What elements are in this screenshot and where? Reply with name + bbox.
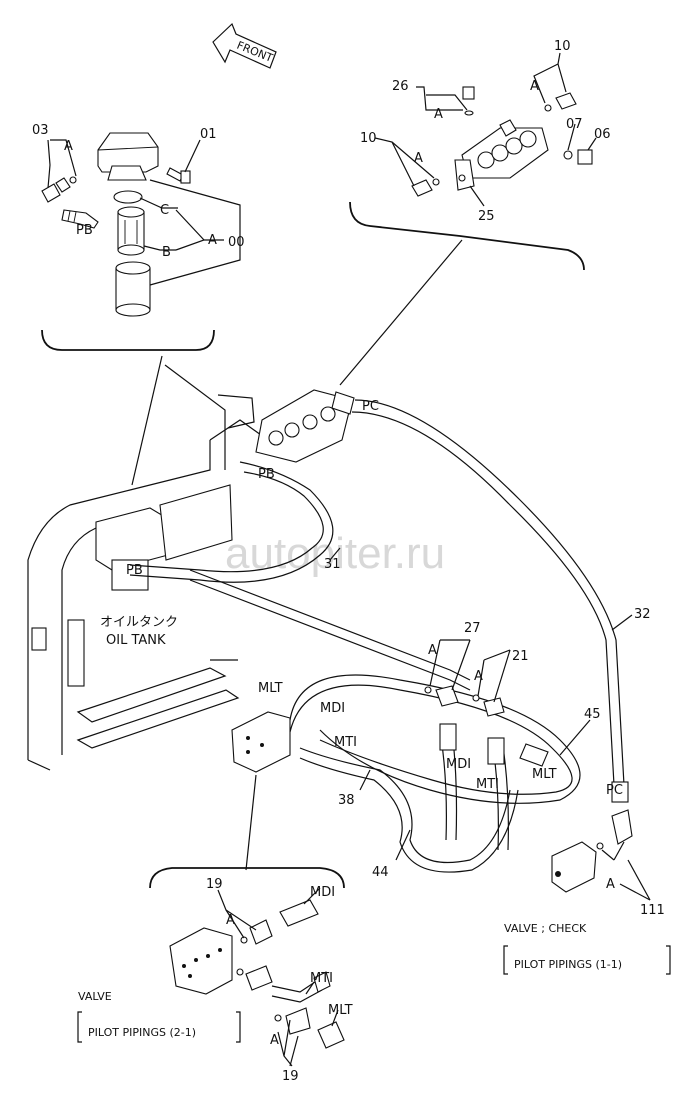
label-00: 00 xyxy=(228,235,245,250)
label-mdi: MDI xyxy=(320,701,345,716)
label-a: A xyxy=(414,151,423,166)
label-mlt: MLT xyxy=(328,1003,353,1018)
label-mti: MTI xyxy=(476,777,499,792)
label-mti: MTI xyxy=(334,735,357,750)
solenoid-valve-detail xyxy=(339,52,597,386)
tank-label-en: OIL TANK xyxy=(106,633,166,648)
label-19: 19 xyxy=(206,877,223,892)
label-pb: PB xyxy=(126,563,143,578)
label-a: A xyxy=(208,233,217,248)
tank-label-jp: オイルタンク xyxy=(100,615,178,630)
label-a: A xyxy=(606,877,615,892)
check-valve-caption-subtitle: PILOT PIPINGS (1-1) xyxy=(514,958,622,971)
label-a: A xyxy=(64,139,73,154)
main-assembly xyxy=(27,364,651,901)
label-01: 01 xyxy=(200,127,217,142)
label-c: C xyxy=(160,203,169,218)
label-a: A xyxy=(434,107,443,122)
check-valve-caption-title: VALVE ; CHECK xyxy=(504,922,587,935)
label-26: 26 xyxy=(392,79,409,94)
check-valve-caption-bracket xyxy=(503,945,508,975)
block-detail xyxy=(149,867,345,1067)
label-pb: PB xyxy=(258,467,275,482)
label-06: 06 xyxy=(594,127,611,142)
valve-caption-subtitle: PILOT PIPINGS (2-1) xyxy=(88,1026,196,1039)
label-a: A xyxy=(530,79,539,94)
label-03: 03 xyxy=(32,123,49,138)
label-a: A xyxy=(270,1033,279,1048)
label-21: 21 xyxy=(512,649,529,664)
label-10: 10 xyxy=(360,131,377,146)
label-mlt: MLT xyxy=(532,767,557,782)
label-a: A xyxy=(474,669,483,684)
label-31: 31 xyxy=(324,557,341,572)
valve-caption-title: VALVE xyxy=(78,990,112,1003)
label-45: 45 xyxy=(584,707,601,722)
label-10: 10 xyxy=(554,39,571,54)
label-mti: MTI xyxy=(310,971,333,986)
label-mlt: MLT xyxy=(258,681,283,696)
label-19: 19 xyxy=(282,1069,299,1084)
label-pc: PC xyxy=(362,399,379,414)
label-07: 07 xyxy=(566,117,583,132)
label-44: 44 xyxy=(372,865,389,880)
label-mdi: MDI xyxy=(446,757,471,772)
label-b: B xyxy=(162,245,171,260)
label-mdi: MDI xyxy=(310,885,335,900)
label-a: A xyxy=(428,643,437,658)
filter-detail xyxy=(41,132,241,486)
label-27: 27 xyxy=(464,621,481,636)
label-pc: PC xyxy=(606,783,623,798)
valve-caption-bracket xyxy=(77,1011,82,1043)
label-111: 111 xyxy=(640,903,665,918)
label-pb: PB xyxy=(76,223,93,238)
label-a: A xyxy=(226,913,235,928)
label-32: 32 xyxy=(634,607,651,622)
label-25: 25 xyxy=(478,209,495,224)
label-38: 38 xyxy=(338,793,355,808)
front-arrow-icon xyxy=(212,22,277,69)
